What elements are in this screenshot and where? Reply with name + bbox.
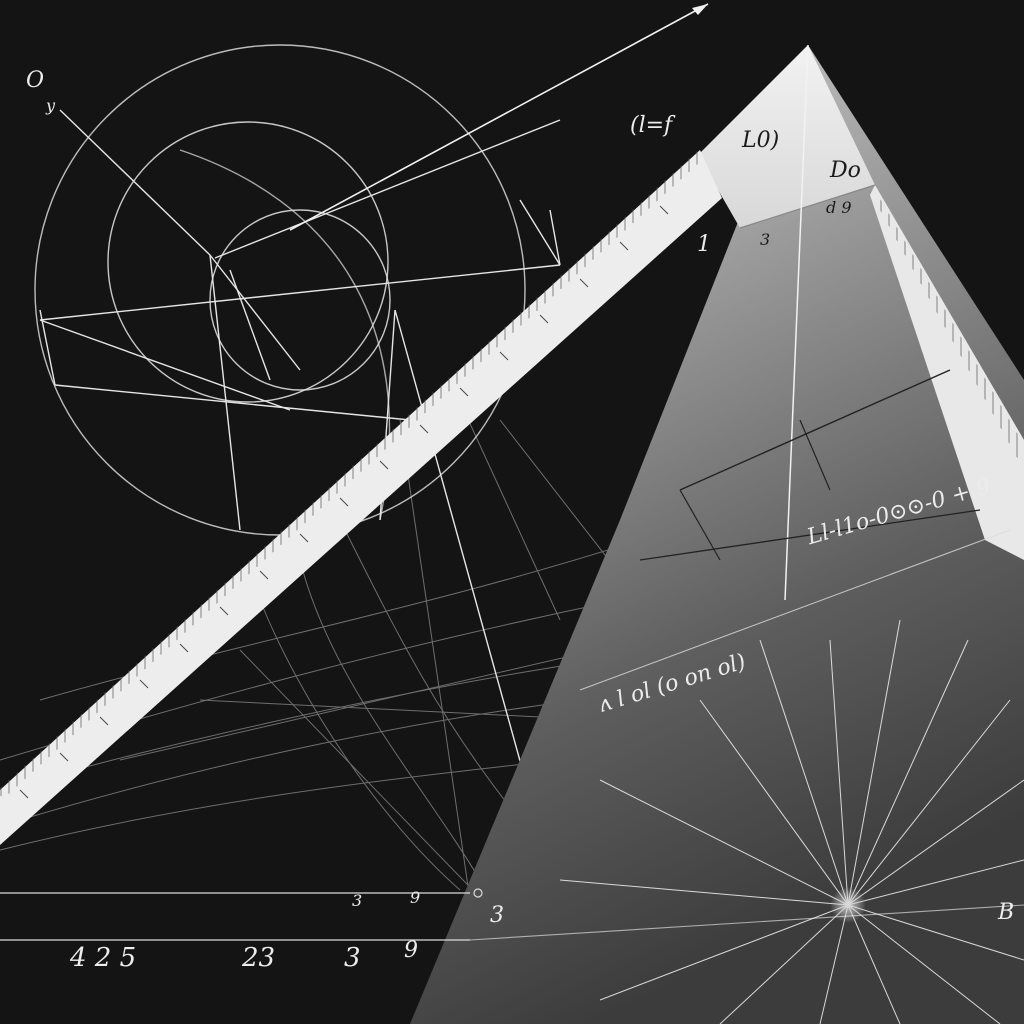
bottom-axis-mid-label-1: 3 <box>352 891 363 910</box>
bottom-label-4: 9 <box>404 938 418 963</box>
ruler-side-label-1: 1 <box>697 232 711 257</box>
bottom-axis-lines <box>0 888 483 941</box>
prism-label-1: L0) <box>742 128 780 153</box>
top-formula-label: (l=f <box>630 113 673 138</box>
bottom-label-1: 4 2 5 <box>70 943 137 973</box>
bottom-axis-end-label: 3 <box>490 903 504 928</box>
prism-label-3: d 9 <box>826 198 852 217</box>
ray-line <box>289 3 709 231</box>
bottom-axis-mid-label-2: 9 <box>410 888 421 907</box>
origin-sub-label: y <box>46 96 56 115</box>
ray-arrowhead <box>692 4 708 15</box>
prism-label-2: Do <box>830 158 861 183</box>
ruler <box>0 150 722 845</box>
bottom-label-3: 3 <box>344 943 361 973</box>
bottom-label-2: 23 <box>242 943 276 973</box>
light-burst <box>559 619 1024 1024</box>
construction-circles <box>34 44 561 906</box>
origin-label: O <box>26 68 45 93</box>
ruler-side-label-2: 3 <box>760 230 771 249</box>
right-b-label: B <box>998 900 1015 925</box>
